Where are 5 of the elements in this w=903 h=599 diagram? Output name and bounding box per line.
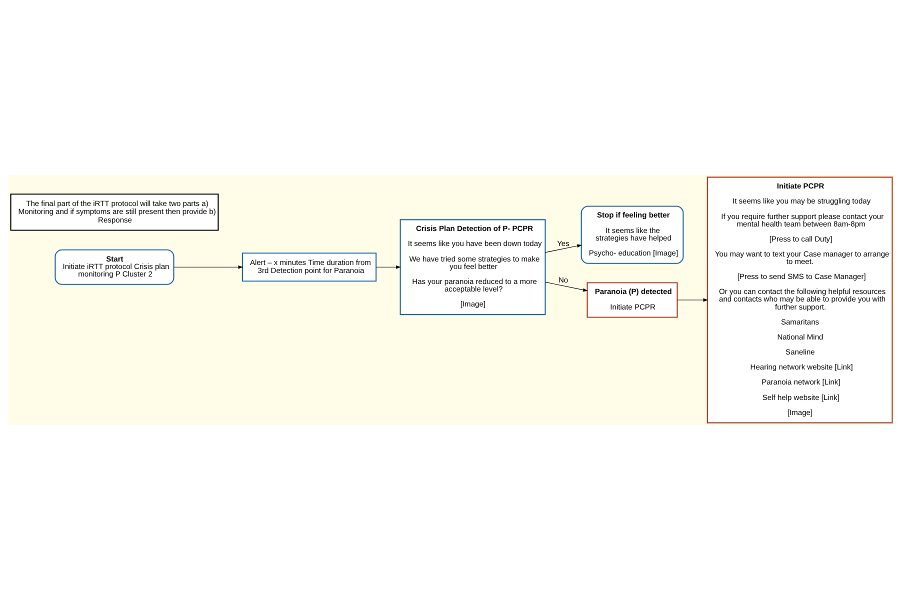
arrow [174,264,244,268]
arrow [376,264,401,268]
arrow [545,281,588,292]
arrow [677,298,708,302]
arrow [545,244,582,252]
